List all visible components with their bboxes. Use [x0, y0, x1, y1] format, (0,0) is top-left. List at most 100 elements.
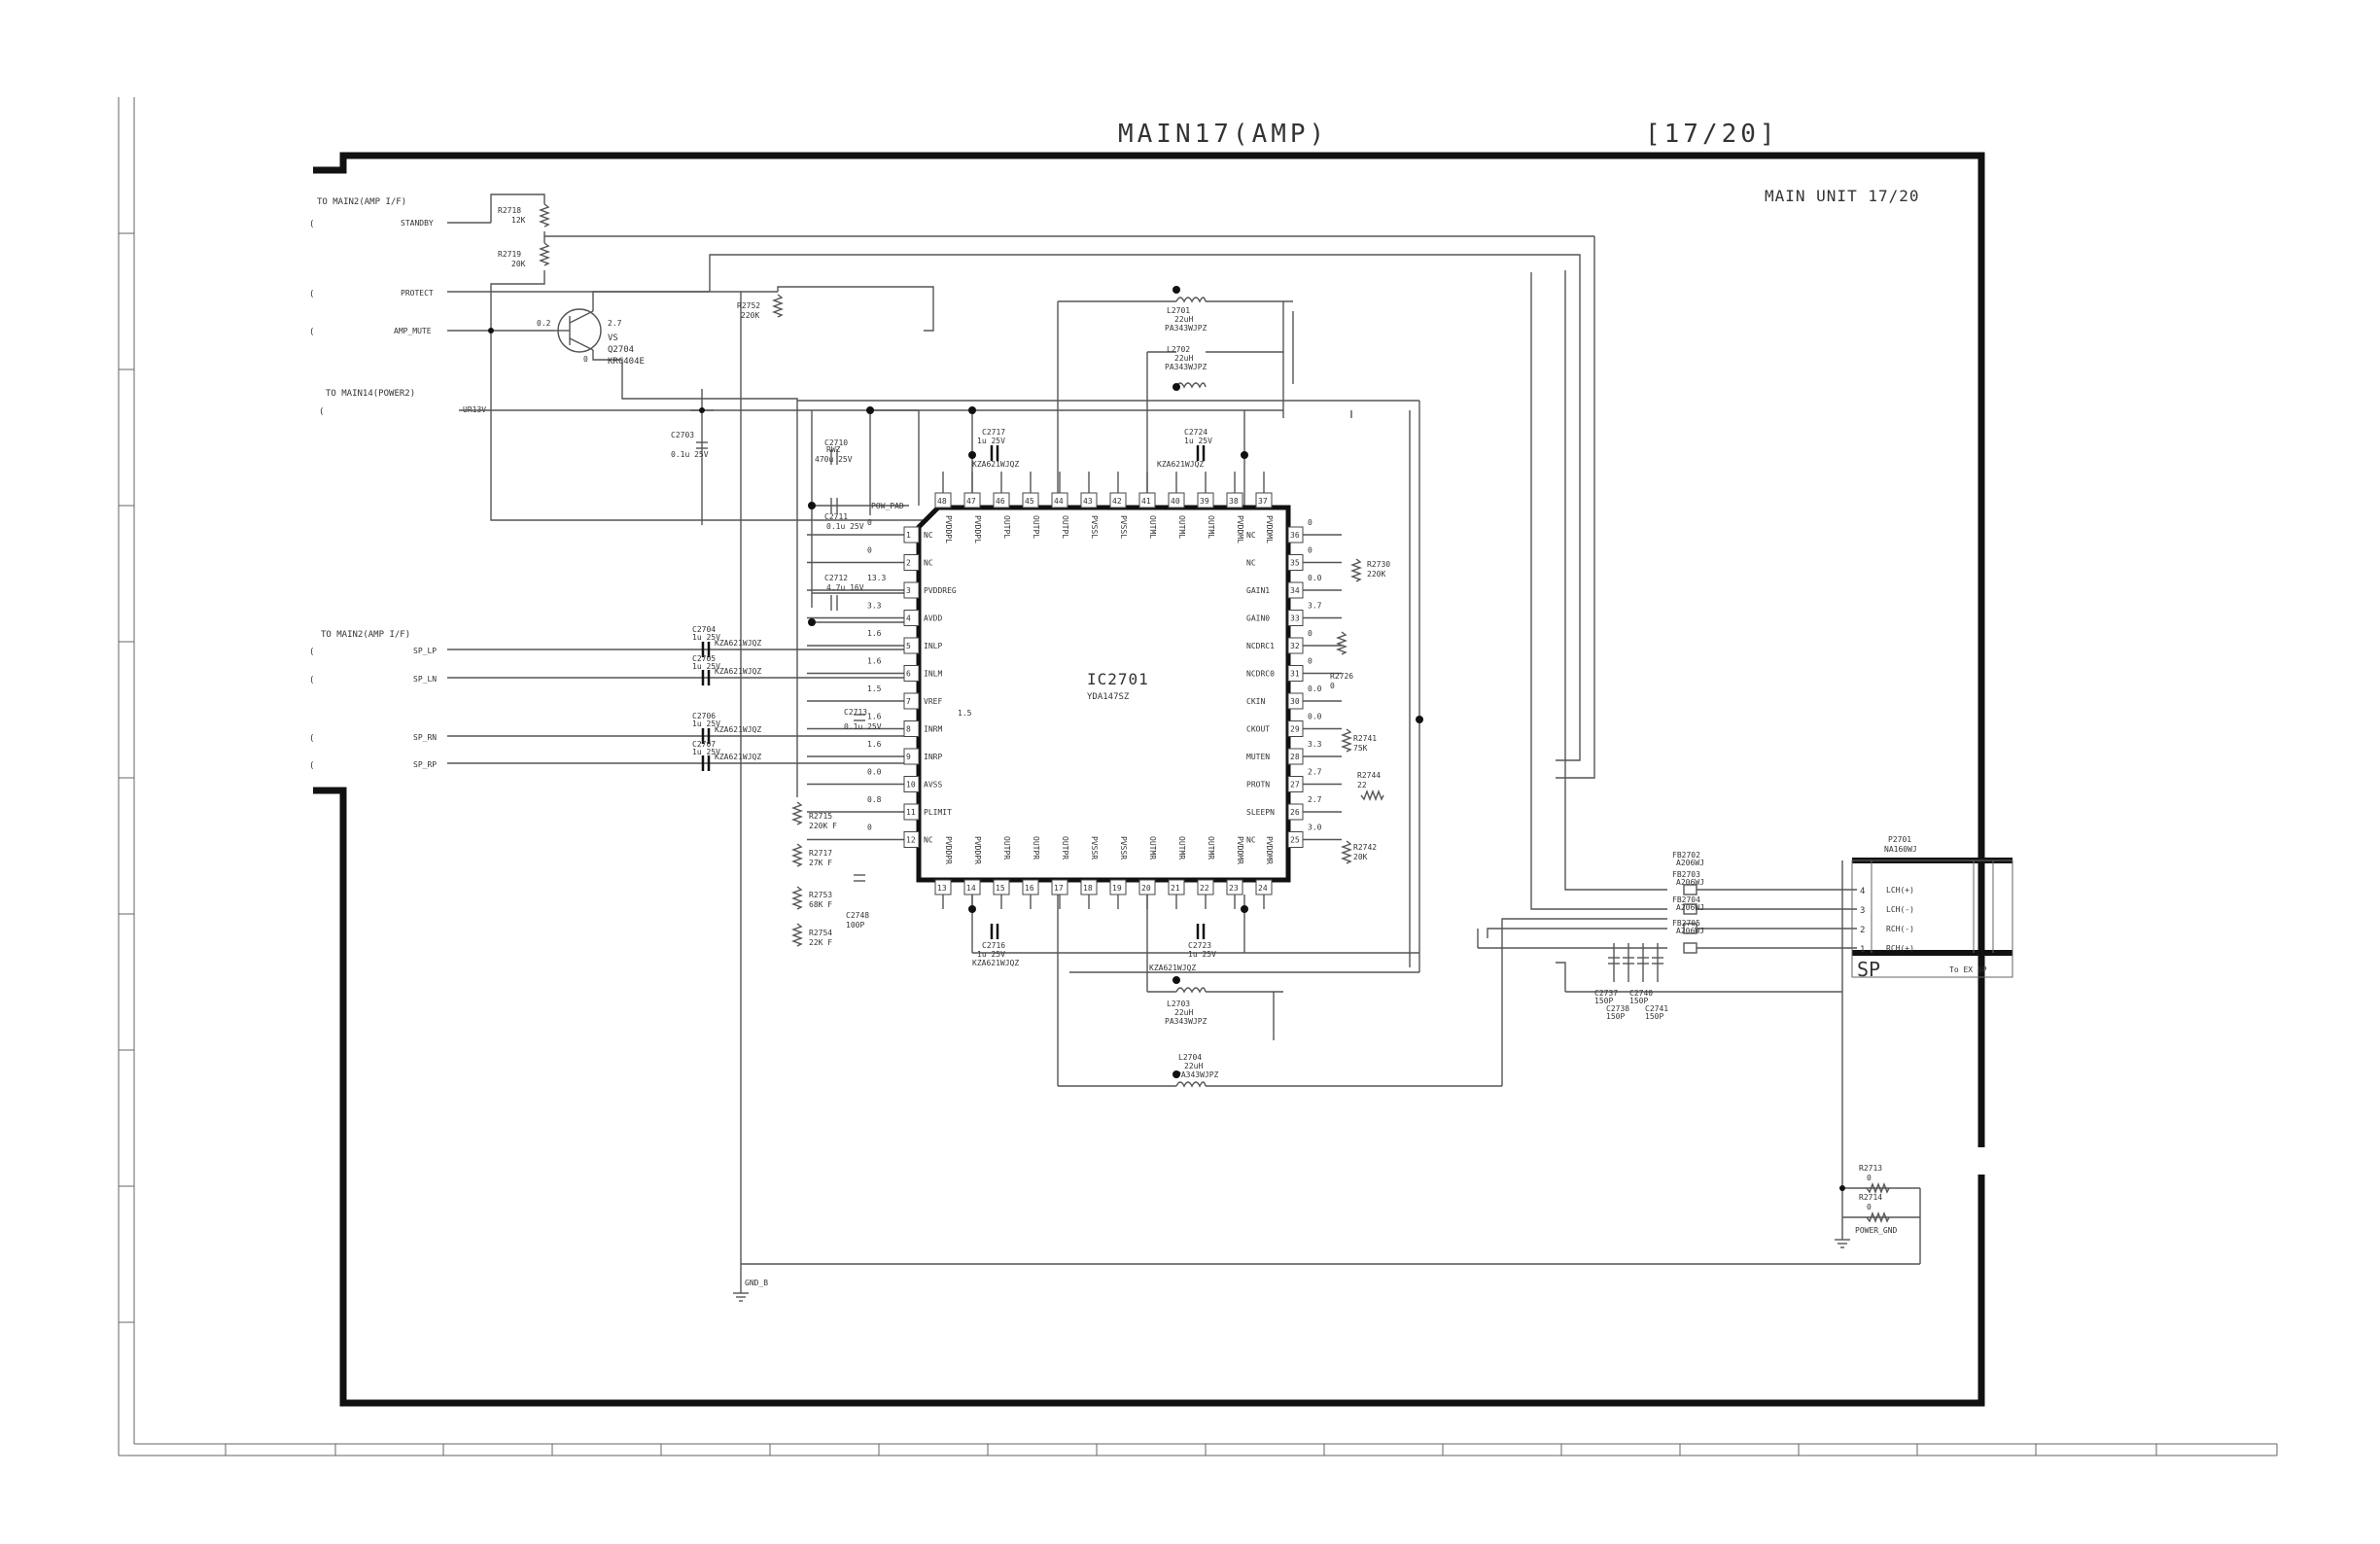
- resistor-ref: R2714: [1859, 1193, 1882, 1202]
- cap-ref: C2710: [824, 439, 848, 447]
- cap-value: 0.1u 25V: [844, 722, 882, 731]
- p2701-pin-num: 1: [1860, 945, 1865, 955]
- resistor-value: 220K F: [809, 822, 837, 830]
- ic-pins-right: 36NC035NC034GAIN10.033GAIN03.732NCDRC103…: [1246, 518, 1342, 848]
- p2701-pin-name: RCH(+): [1886, 944, 1914, 953]
- net-label-standby: STANDBY: [401, 219, 434, 228]
- resistors: R2718 12K R2719 20K R2752 220K R2715 220…: [498, 203, 1890, 1223]
- cap-part: KZA621WJQZ: [972, 959, 1019, 967]
- ic-pin-name: NC: [924, 836, 933, 845]
- ic-pin-name: NC: [924, 531, 933, 540]
- ic-pin-num: 47: [966, 497, 976, 506]
- pin-voltage: 2.7: [1308, 795, 1322, 804]
- ic-pin-num: 5: [906, 642, 911, 650]
- resistor-ref: R2730: [1367, 560, 1390, 569]
- transistor-ref: Q2704: [608, 345, 634, 355]
- transistor-part: KRC404E: [608, 357, 645, 367]
- pin-voltage: 1.6: [867, 629, 882, 638]
- pin-voltage: 3.7: [1308, 602, 1322, 611]
- ic-pin-num: 20: [1141, 884, 1151, 893]
- ic-pin-name: OUTPR: [1032, 836, 1040, 860]
- svg-text:(: (: [309, 676, 314, 685]
- pin-voltage: 0: [867, 546, 872, 555]
- ic-pin-num: 8: [906, 725, 911, 734]
- ferrite-ref: FB2702: [1672, 851, 1700, 860]
- inductor-part: PA343WJPZ: [1165, 324, 1208, 333]
- resistor-value: 75K: [1353, 744, 1368, 753]
- svg-text:(: (: [309, 328, 314, 337]
- ic-pin-num: 23: [1229, 884, 1239, 893]
- ic-pin-name: NC: [1246, 531, 1256, 540]
- cap-value: 1u 25V: [692, 719, 720, 728]
- cap-value: 1u 25V: [692, 748, 720, 756]
- ic-pin-name: SLEEPN: [1246, 808, 1275, 817]
- cap-value: 4.7u 16V: [826, 583, 864, 592]
- cap-value: 100P: [846, 921, 864, 930]
- resistor-value: 0: [1330, 682, 1335, 690]
- cap-value: 1u 25V: [692, 633, 720, 642]
- cap-ref: C2723: [1188, 941, 1211, 950]
- svg-text:(: (: [309, 290, 314, 299]
- ic-pin-name: PVDDML: [1236, 515, 1244, 544]
- ground-wiring: [740, 1184, 1921, 1293]
- ic-pin-name: INLP: [924, 642, 942, 650]
- ic-ref: IC2701: [1087, 670, 1149, 688]
- connector-ref: P2701: [1888, 835, 1911, 844]
- ic-pin-num: 9: [906, 753, 911, 761]
- cap-ref: C2705: [692, 654, 716, 663]
- inductor-ref: L2702: [1167, 345, 1190, 354]
- inductor-part: PA343WJPZ: [1165, 1017, 1208, 1026]
- ic-pin-num: 28: [1290, 753, 1300, 761]
- ic-pin-num: 12: [906, 836, 916, 845]
- inductor-value: 22uH: [1174, 1008, 1193, 1017]
- pin-voltage: 0: [867, 824, 872, 832]
- ic-pin-name: PVDDPL: [944, 515, 953, 544]
- ic-pin-name: NCDRC0: [1246, 670, 1275, 679]
- cap-ref: C2737: [1594, 989, 1618, 998]
- inductor-ref: L2703: [1167, 1000, 1190, 1008]
- cap-part: KZA621WJQZ: [715, 753, 761, 761]
- pin-voltage: 1.6: [867, 657, 882, 666]
- pin-voltage: 0: [1308, 629, 1312, 638]
- svg-text:(: (: [309, 761, 314, 771]
- inductor-value: 22uH: [1184, 1062, 1203, 1070]
- ic-pin-num: 33: [1290, 614, 1300, 623]
- ic-pin-name: PVDDMR: [1265, 836, 1274, 864]
- pin-voltage: 0: [867, 518, 872, 527]
- ic-pin-num: 17: [1054, 884, 1064, 893]
- output-wiring: [1477, 270, 1857, 1184]
- cap-ref: C2717: [982, 428, 1005, 437]
- ferrite-part: A206WJ: [1676, 903, 1704, 912]
- cap-value: 150P: [1594, 997, 1613, 1005]
- ic-pin-num: 39: [1200, 497, 1209, 506]
- resistor-ref: R2753: [809, 891, 832, 899]
- resistor-ref: R2717: [809, 849, 832, 858]
- ic-pin-name: OUTPL: [1002, 515, 1011, 539]
- pin-voltage: 3.3: [867, 602, 882, 611]
- ic-pin-num: 41: [1141, 497, 1151, 506]
- sheet-page: [17/20]: [1645, 120, 1779, 149]
- resistor-value: 12K: [511, 216, 526, 225]
- ic-pin-num: 2: [906, 559, 911, 568]
- ic-pin-name: PVDDML: [1265, 515, 1274, 544]
- ic-pin-num: 3: [906, 586, 911, 595]
- sheet-title: MAIN17(AMP): [1118, 120, 1328, 149]
- transistor-v-base: 0: [583, 355, 588, 364]
- cap-value: 470u 25V: [815, 455, 853, 464]
- pin-voltage: 0.0: [1308, 713, 1322, 721]
- resistor-ref: R2715: [809, 812, 832, 821]
- inductor-part: PA343WJPZ: [1165, 363, 1208, 371]
- capacitors: C2710 RWZ 470u 25V C2711 0.1u 25V C2712 …: [671, 428, 1668, 1021]
- pin-voltage: 0.0: [867, 768, 882, 777]
- ic-pin-name: MUTEN: [1246, 753, 1270, 761]
- cap-ref: C2713: [844, 708, 867, 717]
- resistor-ref: R2713: [1859, 1164, 1882, 1173]
- ic-pin-num: 18: [1083, 884, 1093, 893]
- ic-pin-num: 16: [1025, 884, 1034, 893]
- pin-voltage: 0.0: [1308, 574, 1322, 582]
- ic-pin-name: NC: [1246, 836, 1256, 845]
- connector-title: TO MAIN2(AMP I/F): [317, 197, 406, 207]
- inductor-ref: L2701: [1167, 306, 1190, 315]
- ic-pin-name: OUTPR: [1002, 836, 1011, 860]
